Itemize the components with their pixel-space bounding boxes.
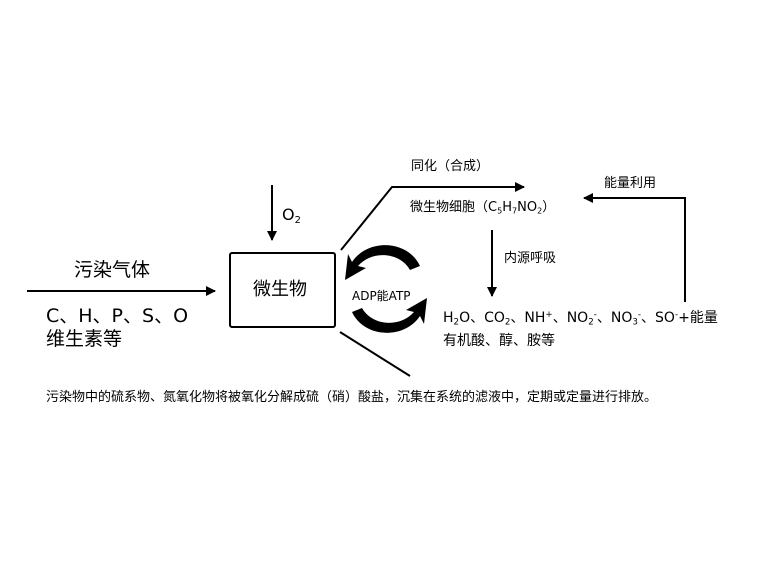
organics-label: 有机酸、醇、胺等 bbox=[443, 333, 555, 349]
atp-cycle-label: ADP能ATP bbox=[352, 289, 411, 303]
endogenous-label: 内源呼吸 bbox=[504, 251, 557, 266]
assimilation-arrow bbox=[340, 182, 525, 251]
vitamins-label: 维生素等 bbox=[46, 328, 123, 350]
cell-formula-label: 微生物细胞（C5H7NO2） bbox=[410, 200, 556, 216]
microorganism-box bbox=[229, 252, 336, 328]
energy-loop-arrow bbox=[583, 193, 686, 302]
products-label: H2O、CO2、NH+、NO2-、NO3-、SO-+能量 bbox=[443, 310, 718, 328]
product-line bbox=[339, 331, 411, 377]
energy-use-label: 能量利用 bbox=[604, 176, 657, 191]
atp-cycle-arrows bbox=[345, 245, 427, 333]
box-label: 微生物 bbox=[253, 279, 307, 300]
atp-arc-bottom bbox=[352, 298, 427, 333]
elements-label: C、H、P、S、O bbox=[46, 305, 189, 327]
o2-label: O2 bbox=[282, 205, 301, 226]
atp-arc-top bbox=[345, 245, 420, 280]
assimilation-label: 同化（合成） bbox=[411, 159, 490, 174]
pollutant-gas-label: 污染气体 bbox=[74, 259, 151, 281]
caption: 污染物中的硫系物、氮氧化物将被氧化分解成硫（硝）酸盐，沉集在系统的滤液中，定期或… bbox=[46, 390, 658, 405]
